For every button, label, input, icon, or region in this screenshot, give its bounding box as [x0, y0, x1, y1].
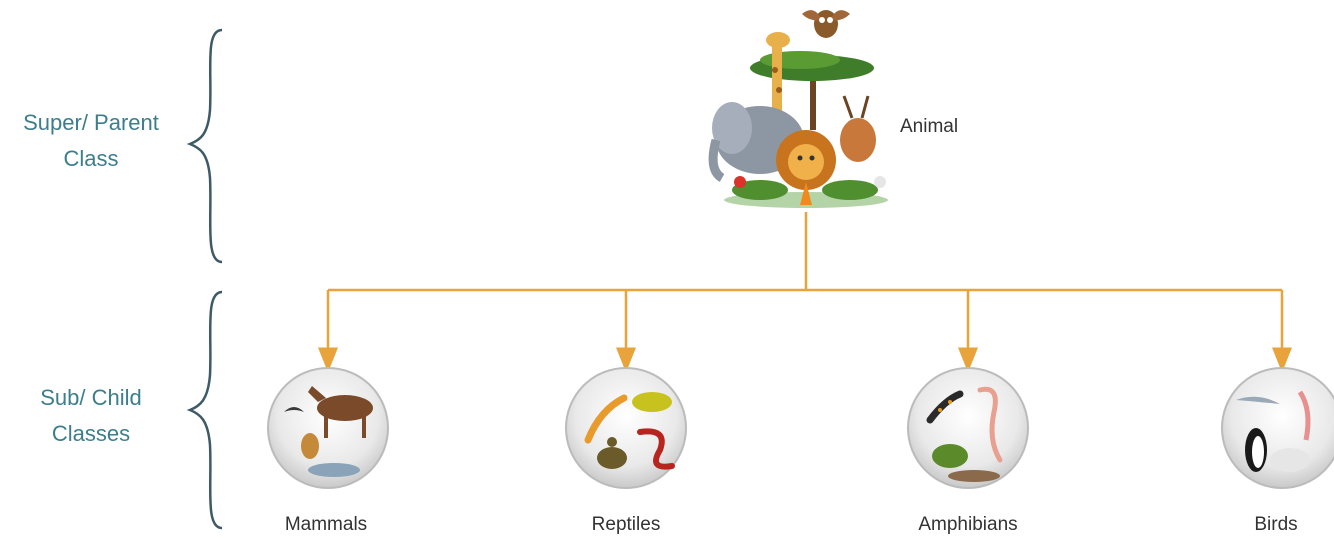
parent-class-line2: Class: [63, 146, 119, 171]
parent-class-label: Super/ Parent Class: [6, 105, 176, 177]
root-node-label: Animal: [900, 116, 959, 137]
child-node-label-amphibians: Amphibians: [918, 514, 1018, 535]
child-classes-label: Sub/ Child Classes: [6, 380, 176, 452]
child-node-label-reptiles: Reptiles: [591, 514, 661, 535]
birds-icon: [1221, 367, 1334, 489]
parent-brace: [186, 28, 223, 264]
child-classes-line1: Sub/ Child: [40, 385, 142, 410]
children-brace: [186, 290, 223, 530]
connector-lines: [318, 212, 1292, 373]
animal-collage-icon: [708, 10, 888, 208]
reptiles-icon: [565, 367, 687, 489]
child-classes-line2: Classes: [51, 421, 131, 446]
child-node-label-mammals: Mammals: [284, 514, 368, 535]
mammals-icon: [267, 367, 389, 489]
child-node-label-birds: Birds: [1254, 514, 1298, 535]
amphibians-icon: [907, 367, 1029, 489]
parent-class-line1: Super/ Parent: [23, 110, 159, 135]
